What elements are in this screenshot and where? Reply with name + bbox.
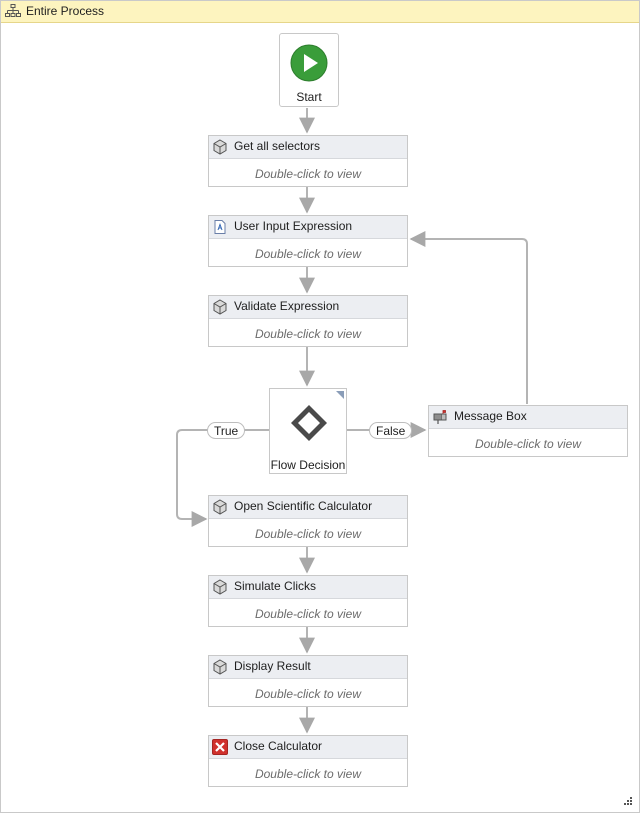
activity-hint: Double-click to view: [254, 607, 362, 621]
activity-message-box[interactable]: Message Box Double-click to view: [428, 405, 628, 457]
activity-hint: Double-click to view: [254, 687, 362, 701]
activity-title: Open Scientific Calculator: [234, 499, 373, 513]
activity-open-scientific-calculator[interactable]: Open Scientific Calculator Double-click …: [208, 495, 408, 547]
activity-header: User Input Expression: [209, 216, 407, 239]
sequence-icon: [213, 499, 227, 515]
activity-display-result[interactable]: Display Result Double-click to view: [208, 655, 408, 707]
activity-hint: Double-click to view: [254, 767, 362, 781]
decision-label: Flow Decision: [270, 458, 346, 472]
true-branch-label: True: [207, 422, 246, 439]
sequence-icon: [213, 579, 227, 595]
activity-header: Close Calculator: [209, 736, 407, 759]
designer-title-bar: Entire Process: [1, 1, 639, 23]
activity-title: Close Calculator: [234, 739, 323, 753]
activity-header: Validate Expression: [209, 296, 407, 319]
sequence-icon: [213, 299, 227, 315]
activity-simulate-clicks[interactable]: Simulate Clicks Double-click to view: [208, 575, 408, 627]
activity-header: Message Box: [429, 406, 627, 429]
activity-header: Open Scientific Calculator: [209, 496, 407, 519]
activity-close-calculator[interactable]: Close Calculator Double-click to view: [208, 735, 408, 787]
activity-hint: Double-click to view: [474, 437, 582, 451]
sequence-icon: [213, 659, 227, 675]
activity-title: Simulate Clicks: [234, 579, 317, 593]
activity-title: User Input Expression: [234, 219, 353, 233]
close-red-icon: [212, 739, 228, 755]
activity-hint: Double-click to view: [254, 167, 362, 181]
sequence-icon: [213, 139, 227, 155]
flow-decision-node[interactable]: Flow Decision: [269, 388, 347, 474]
designer-title: Entire Process: [26, 4, 105, 18]
corner-marker-icon: [336, 391, 344, 399]
activity-user-input-expression[interactable]: User Input Expression Double-click to vi…: [208, 215, 408, 267]
activity-title: Message Box: [454, 409, 527, 423]
connector-decision-true: [176, 429, 269, 527]
activity-hint: Double-click to view: [254, 327, 362, 341]
activity-get-all-selectors[interactable]: Get all selectors Double-click to view: [208, 135, 408, 187]
activity-header: Simulate Clicks: [209, 576, 407, 599]
resize-grip-icon[interactable]: [623, 796, 633, 806]
activity-hint: Double-click to view: [254, 247, 362, 261]
start-node[interactable]: Start: [279, 33, 339, 107]
activity-validate-expression[interactable]: Validate Expression Double-click to view: [208, 295, 408, 347]
input-dialog-icon: [214, 220, 226, 234]
activity-hint: Double-click to view: [254, 527, 362, 541]
activity-title: Display Result: [234, 659, 311, 673]
flowchart-icon: [5, 4, 21, 17]
play-icon: [290, 44, 328, 82]
start-label: Start: [296, 90, 322, 104]
false-branch-label: False: [369, 422, 413, 439]
activity-header: Get all selectors: [209, 136, 407, 159]
connector-message-box-loop: [409, 231, 528, 404]
activity-header: Display Result: [209, 656, 407, 679]
activity-title: Validate Expression: [234, 299, 340, 313]
message-box-icon: [433, 410, 447, 424]
diamond-icon: [291, 405, 327, 441]
activity-title: Get all selectors: [234, 139, 321, 153]
